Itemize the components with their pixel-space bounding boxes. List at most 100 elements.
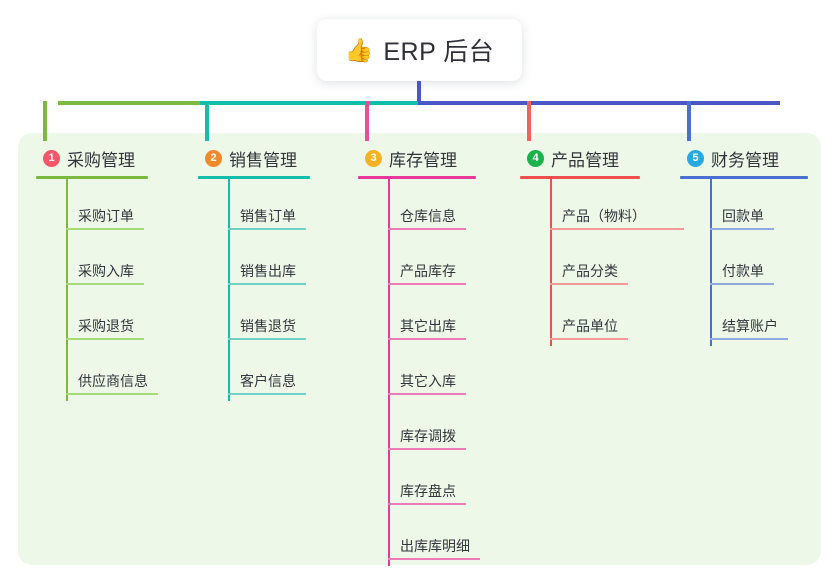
column-rule-1 — [36, 176, 148, 179]
column-1: 1 采购管理采购订单采购入库采购退货供应商信息 — [36, 145, 158, 401]
list-item-label: 付款单 — [722, 263, 764, 279]
column-title-1: 采购管理 — [67, 150, 135, 170]
column-spine-2 — [228, 179, 230, 401]
list-item[interactable]: 出库库明细 — [358, 509, 480, 564]
connector-drop-2 — [205, 101, 209, 141]
list-item-label: 采购订单 — [78, 208, 134, 224]
column-items-2: 销售订单销售出库销售退货客户信息 — [198, 179, 310, 401]
list-item[interactable]: 产品库存 — [358, 234, 476, 289]
list-item[interactable]: 库存调拨 — [358, 399, 476, 454]
list-item-label: 销售出库 — [240, 263, 296, 279]
column-badge-1: 1 — [43, 149, 60, 167]
list-item-label: 库存调拨 — [400, 428, 456, 444]
list-item[interactable]: 供应商信息 — [36, 344, 158, 399]
column-header-1[interactable]: 1 采购管理 — [36, 145, 148, 171]
list-item[interactable]: 销售订单 — [198, 179, 310, 234]
list-item[interactable]: 仓库信息 — [358, 179, 476, 234]
column-badge-4: 4 — [527, 149, 544, 167]
list-item[interactable]: 结算账户 — [680, 289, 808, 344]
list-item-label: 产品（物料） — [562, 208, 646, 224]
list-item-label: 供应商信息 — [78, 373, 148, 389]
list-item[interactable]: 销售退货 — [198, 289, 310, 344]
connector-drop-4 — [527, 101, 531, 141]
list-item-label: 产品单位 — [562, 318, 618, 334]
column-spine-1 — [66, 179, 68, 401]
list-item-rule — [66, 228, 144, 230]
list-item[interactable]: 采购订单 — [36, 179, 148, 234]
list-item-rule — [388, 558, 480, 560]
list-item-rule — [388, 338, 466, 340]
list-item[interactable]: 产品（物料） — [520, 179, 684, 234]
connector-bar-green — [58, 101, 202, 105]
list-item-rule — [550, 338, 628, 340]
connector-bar-blue — [418, 101, 780, 105]
column-4: 4 产品管理产品（物料） 产品分类产品单位 — [520, 145, 684, 346]
list-item-label: 库存盘点 — [400, 483, 456, 499]
list-item-rule — [228, 283, 306, 285]
column-items-4: 产品（物料） 产品分类产品单位 — [520, 179, 684, 346]
list-item-rule — [388, 448, 466, 450]
column-rule-3 — [358, 176, 476, 179]
column-badge-3: 3 — [365, 149, 382, 167]
list-item[interactable]: 其它入库 — [358, 344, 476, 399]
list-item[interactable]: 付款单 — [680, 234, 808, 289]
list-item-label: 出库库明细 — [400, 538, 470, 554]
root-node-title: ERP 后台 — [383, 38, 495, 66]
column-rule-5 — [680, 176, 808, 179]
list-item[interactable]: 产品单位 — [520, 289, 640, 344]
list-item-rule — [66, 393, 158, 395]
thumbs-up-icon: 👍 — [344, 36, 374, 63]
column-spine-5 — [710, 179, 712, 346]
list-item-rule — [66, 283, 144, 285]
connector-drop-3 — [365, 101, 369, 141]
list-item-rule — [710, 338, 788, 340]
list-item[interactable]: 采购退货 — [36, 289, 148, 344]
connector-bar-teal — [200, 101, 420, 105]
list-item[interactable]: 回款单 — [680, 179, 808, 234]
list-item-label: 客户信息 — [240, 373, 296, 389]
root-node-content: 👍 ERP 后台 — [345, 32, 495, 68]
list-item[interactable]: 产品分类 — [520, 234, 640, 289]
list-item[interactable]: 其它出库 — [358, 289, 476, 344]
list-item-rule — [388, 228, 466, 230]
list-item-label: 销售订单 — [240, 208, 296, 224]
list-item-rule — [228, 393, 306, 395]
list-item-rule — [710, 283, 774, 285]
list-item[interactable]: 销售出库 — [198, 234, 310, 289]
list-item-label: 其它入库 — [400, 373, 456, 389]
column-header-4[interactable]: 4 产品管理 — [520, 145, 640, 171]
root-node[interactable]: 👍 ERP 后台 — [317, 19, 522, 81]
column-badge-2: 2 — [205, 149, 222, 167]
list-item-rule — [388, 283, 466, 285]
column-items-5: 回款单付款单结算账户 — [680, 179, 808, 346]
content-panel — [18, 133, 821, 565]
list-item[interactable]: 采购入库 — [36, 234, 148, 289]
connector-drop-5 — [687, 101, 691, 141]
list-item[interactable]: 库存盘点 — [358, 454, 476, 509]
column-spine-3 — [388, 179, 390, 566]
list-item[interactable]: 客户信息 — [198, 344, 310, 399]
list-item-label: 其它出库 — [400, 318, 456, 334]
list-item-rule — [550, 283, 628, 285]
column-badge-5: 5 — [687, 149, 704, 167]
list-item-rule — [228, 228, 306, 230]
connector-drop-1 — [43, 101, 47, 141]
list-item-label: 产品分类 — [562, 263, 618, 279]
column-spine-4 — [550, 179, 552, 346]
connector-stem — [417, 81, 421, 103]
list-item-label: 产品库存 — [400, 263, 456, 279]
list-item-label: 回款单 — [722, 208, 764, 224]
column-title-4: 产品管理 — [551, 150, 619, 170]
column-rule-4 — [520, 176, 640, 179]
list-item-label: 销售退货 — [240, 318, 296, 334]
list-item-rule — [388, 503, 466, 505]
list-item-label: 结算账户 — [722, 318, 778, 334]
list-item-rule — [228, 338, 306, 340]
